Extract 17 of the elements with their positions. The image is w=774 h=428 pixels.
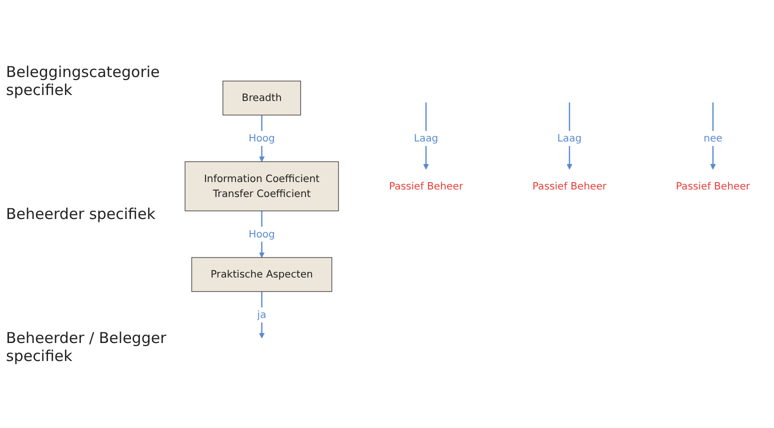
edge-label: Hoog	[248, 132, 275, 144]
level-label: Beheerder specifiek	[6, 205, 156, 223]
node-text: Passief Beheer	[532, 180, 607, 192]
level-label: Beheerder / Belegger specifiek	[6, 329, 168, 365]
arrow	[710, 102, 716, 170]
node-box: Information Coefficient Transfer Coefficient	[184, 161, 339, 212]
arrow	[259, 292, 265, 338]
edge-label: nee	[704, 132, 722, 144]
node-text: Passief Beheer	[388, 180, 464, 192]
edge-label: Laag	[414, 132, 438, 144]
edge-label: Hoog	[248, 228, 275, 240]
node-box: Praktische Aspecten	[191, 257, 332, 292]
edge-label: ja	[257, 308, 266, 321]
node-box: Breadth	[222, 80, 301, 116]
edge-label: Laag	[557, 132, 582, 144]
node-text: Passief Beheer	[676, 180, 750, 192]
level-label: Beleggingscategorie specifiek	[6, 63, 161, 99]
